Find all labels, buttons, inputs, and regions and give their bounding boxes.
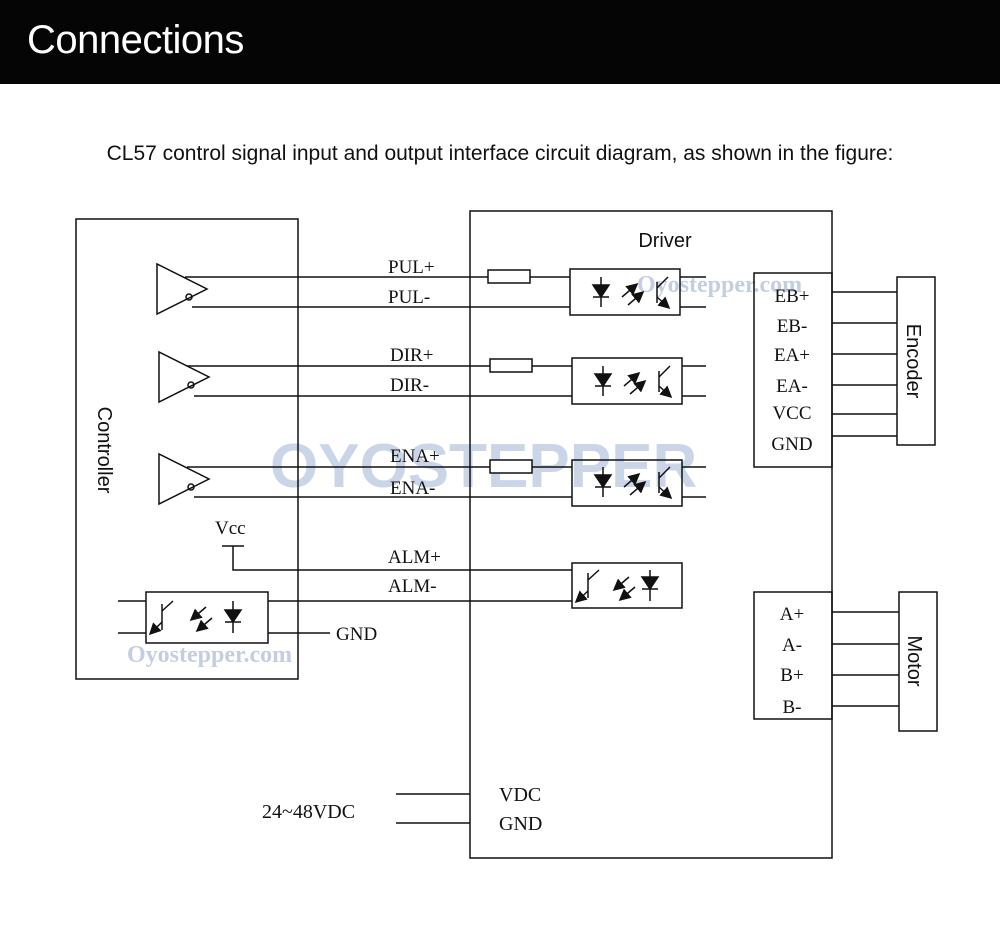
- encoder-pin-label: VCC: [772, 403, 811, 424]
- controller-opto-internals: [148, 600, 243, 636]
- diagram-caption: CL57 control signal input and output int…: [106, 142, 894, 165]
- gnd-label: GND: [336, 624, 377, 645]
- pul-buffer-bubble: [185, 293, 193, 301]
- motor-box: [898, 591, 938, 732]
- watermark-url-bottom: Oyostepper.com: [127, 642, 292, 668]
- motor-pin-label: A-: [782, 635, 802, 656]
- alm-plus-label: ALM+: [388, 547, 441, 568]
- encoder-pin-label: EB+: [775, 286, 810, 307]
- alm-optocoupler: [571, 562, 683, 609]
- ena-resistor: [489, 459, 533, 474]
- alm-opto-internals: [574, 569, 660, 604]
- ena-buffer-bubble: [187, 483, 195, 491]
- page-title: Connections: [27, 18, 244, 62]
- dir-optocoupler: [571, 357, 683, 405]
- alm-minus-label: ALM-: [388, 576, 437, 597]
- pul-plus-label: PUL+: [388, 257, 435, 278]
- controller-label: Controller: [93, 407, 115, 494]
- ena-minus-label: ENA-: [390, 478, 435, 499]
- motor-pin-label: B-: [783, 697, 802, 718]
- ena-optocoupler: [571, 459, 683, 507]
- controller-optocoupler: [145, 591, 269, 644]
- dir-minus-label: DIR-: [390, 375, 429, 396]
- pul-minus-label: PUL-: [388, 287, 430, 308]
- vdc-label: VDC: [499, 784, 541, 806]
- pul-resistor: [487, 269, 531, 284]
- pul-buffer: [156, 262, 209, 316]
- motor-label: Motor: [903, 635, 925, 686]
- encoder-label: Encoder: [902, 324, 924, 399]
- dir-buffer-bubble: [187, 381, 195, 389]
- dir-resistor: [489, 358, 533, 373]
- encoder-pin-label: GND: [771, 434, 812, 455]
- controller-box: [75, 218, 299, 680]
- ena-buffer: [158, 452, 211, 506]
- vcc-label: Vcc: [215, 518, 246, 539]
- watermark-url-top: Oyostepper.com: [637, 272, 802, 298]
- encoder-pin-label: EA+: [774, 345, 810, 366]
- ena-opto-internals: [593, 466, 673, 500]
- motor-pin-label: A+: [780, 604, 804, 625]
- encoder-pin-label: EA-: [776, 376, 808, 397]
- alm-plus-wire: [232, 546, 572, 571]
- pul-opto-internals: [591, 276, 671, 310]
- dir-buffer: [158, 350, 211, 404]
- header-bar: Connections: [0, 0, 1000, 84]
- encoder-box: [896, 276, 936, 446]
- power-gnd-label: GND: [499, 813, 542, 835]
- ena-plus-label: ENA+: [390, 446, 440, 467]
- encoder-pin-label: EB-: [777, 316, 808, 337]
- encoder-terminal-box: [753, 272, 833, 468]
- dir-plus-label: DIR+: [390, 345, 433, 366]
- driver-label: Driver: [638, 230, 692, 252]
- motor-pin-label: B+: [780, 665, 803, 686]
- motor-terminal-box: [753, 591, 833, 720]
- driver-box: [469, 210, 833, 859]
- power-supply-label: 24~48VDC: [262, 801, 355, 823]
- pul-optocoupler: [569, 268, 681, 316]
- dir-opto-internals: [593, 365, 673, 399]
